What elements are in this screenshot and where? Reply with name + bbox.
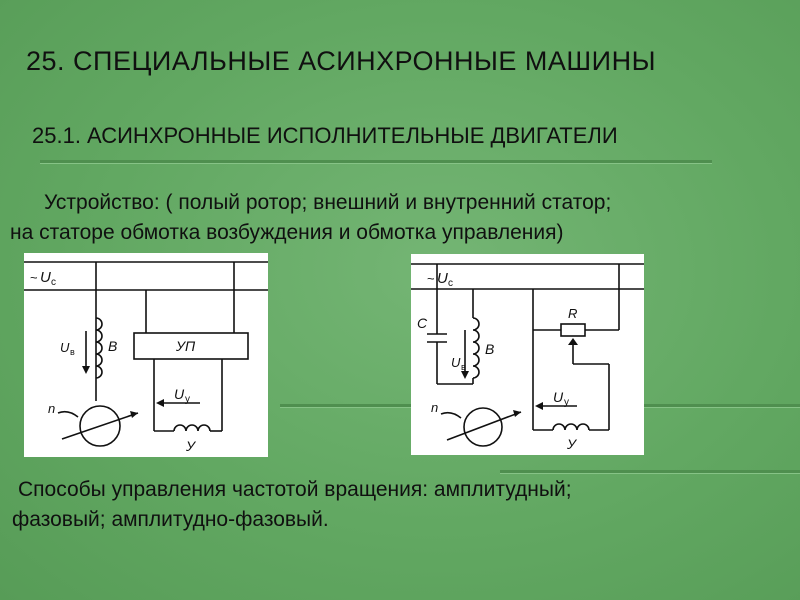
excitation-voltage-label: U [60, 340, 70, 355]
slide-title: 25. СПЕЦИАЛЬНЫЕ АСИНХРОННЫЕ МАШИНЫ [26, 46, 656, 76]
device-line-1: Устройство: ( полый ротор; внешний и вну… [44, 191, 612, 214]
device-line-2: на статоре обмотка возбуждения и обмотка… [10, 221, 564, 244]
control-methods: Способы управления частотой вращения: ам… [12, 475, 782, 535]
supply-tilde: ~ [427, 271, 435, 286]
circuit-diagram-capacitor: ~ U c C U в В R U у У n [411, 254, 644, 455]
amplifier-label: УП [175, 338, 196, 354]
methods-line-1: Способы управления частотой вращения: ам… [18, 478, 572, 501]
device-description: Устройство: ( полый ротор; внешний и вну… [10, 188, 790, 248]
capacitor-label: C [417, 315, 428, 331]
control-voltage-label: U [174, 386, 185, 402]
supply-voltage-subscript: c [448, 278, 453, 289]
supply-voltage-subscript: c [51, 277, 56, 288]
resistor-label: R [568, 306, 577, 321]
circuit-amplifier-svg: ~ U c U в В УП U у У n [24, 261, 268, 454]
divider-lower [500, 470, 800, 473]
supply-voltage-label: U [437, 270, 448, 287]
excitation-voltage-subscript: в [70, 347, 75, 357]
excitation-voltage-subscript: в [461, 362, 466, 372]
excitation-voltage-label: U [451, 355, 461, 370]
control-voltage-subscript: у [185, 394, 190, 405]
methods-line-2: фазовый; амплитудно-фазовый. [12, 508, 329, 531]
control-winding-label: У [185, 438, 197, 454]
supply-voltage-label: U [40, 269, 51, 286]
speed-label: n [431, 400, 438, 415]
slide-subtitle: 25.1. АСИНХРОННЫЕ ИСПОЛНИТЕЛЬНЫЕ ДВИГАТЕ… [32, 123, 618, 148]
control-winding-label: У [566, 436, 578, 452]
control-voltage-label: U [553, 389, 564, 405]
circuit-diagram-amplifier: ~ U c U в В УП U у У n [24, 253, 268, 457]
divider-top [40, 160, 712, 163]
control-voltage-subscript: у [564, 397, 569, 408]
excitation-winding-label: В [485, 341, 494, 357]
supply-tilde: ~ [30, 270, 38, 285]
circuit-capacitor-svg: ~ U c C U в В R U у У n [411, 263, 644, 452]
speed-label: n [48, 401, 55, 416]
excitation-winding-label: В [108, 338, 117, 354]
